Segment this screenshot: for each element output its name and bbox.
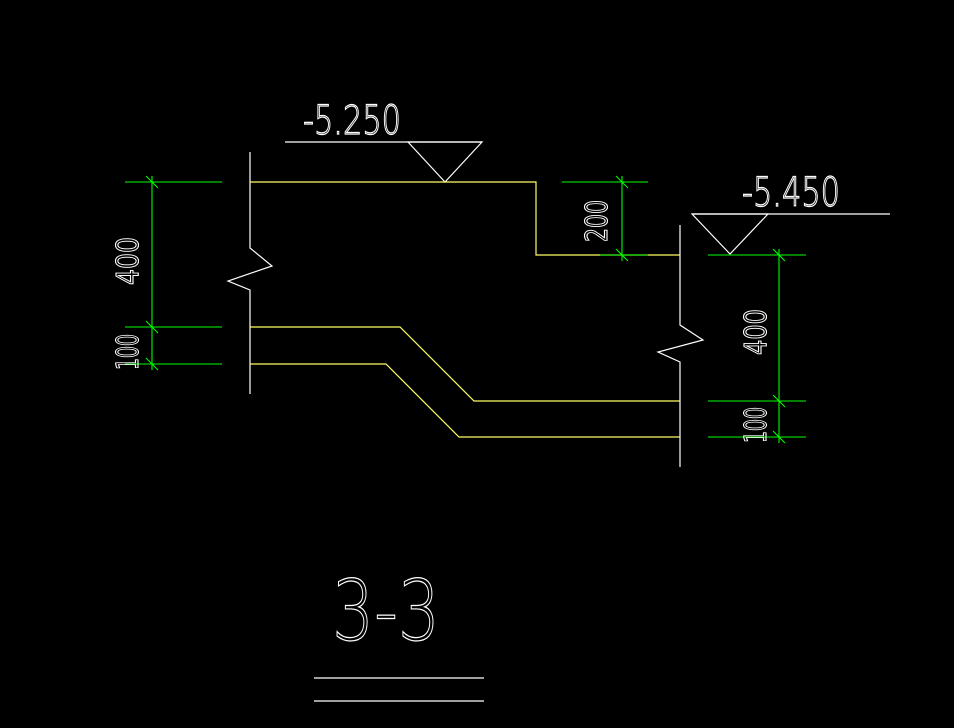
right-wall <box>656 225 705 467</box>
dim-right-tick-1 <box>772 248 786 262</box>
elevation-left-triangle <box>406 141 484 183</box>
elevation-marker-left: -5.250 <box>285 97 484 183</box>
dim-right-lower-label: 100 <box>739 407 774 443</box>
dimension-middle: 200 <box>562 175 648 262</box>
right-wall-break-line <box>656 225 705 467</box>
elevation-right-triangle <box>690 213 770 255</box>
elevation-marker-right: -5.450 <box>690 169 890 255</box>
dim-right-upper-label: 400 <box>739 309 774 355</box>
dim-middle-label: 200 <box>580 200 615 242</box>
dim-mid-tick-2 <box>615 248 629 262</box>
dimension-left: 400 100 <box>110 175 222 371</box>
section-title: 3-3 <box>314 561 484 702</box>
dimension-right: 400 100 <box>708 248 806 444</box>
dim-right-tick-3 <box>772 430 786 444</box>
elevation-left-label: -5.250 <box>303 98 401 144</box>
left-wall-break-line <box>226 152 274 394</box>
left-wall <box>226 152 274 394</box>
lower-slab-top <box>250 326 680 402</box>
slab-outline <box>250 181 680 438</box>
lower-slab-bottom <box>250 363 680 438</box>
dim-mid-tick-1 <box>615 175 629 189</box>
dim-left-tick-3 <box>145 357 159 371</box>
dim-left-upper-label: 400 <box>111 237 146 285</box>
dim-left-lower-label: 100 <box>111 334 146 370</box>
elevation-right-label: -5.450 <box>742 170 840 216</box>
upper-slab-step <box>250 181 680 256</box>
dim-left-tick-2 <box>145 320 159 334</box>
dim-right-tick-2 <box>772 394 786 408</box>
section-title-label: 3-3 <box>332 562 440 660</box>
dim-left-tick-1 <box>145 175 159 189</box>
